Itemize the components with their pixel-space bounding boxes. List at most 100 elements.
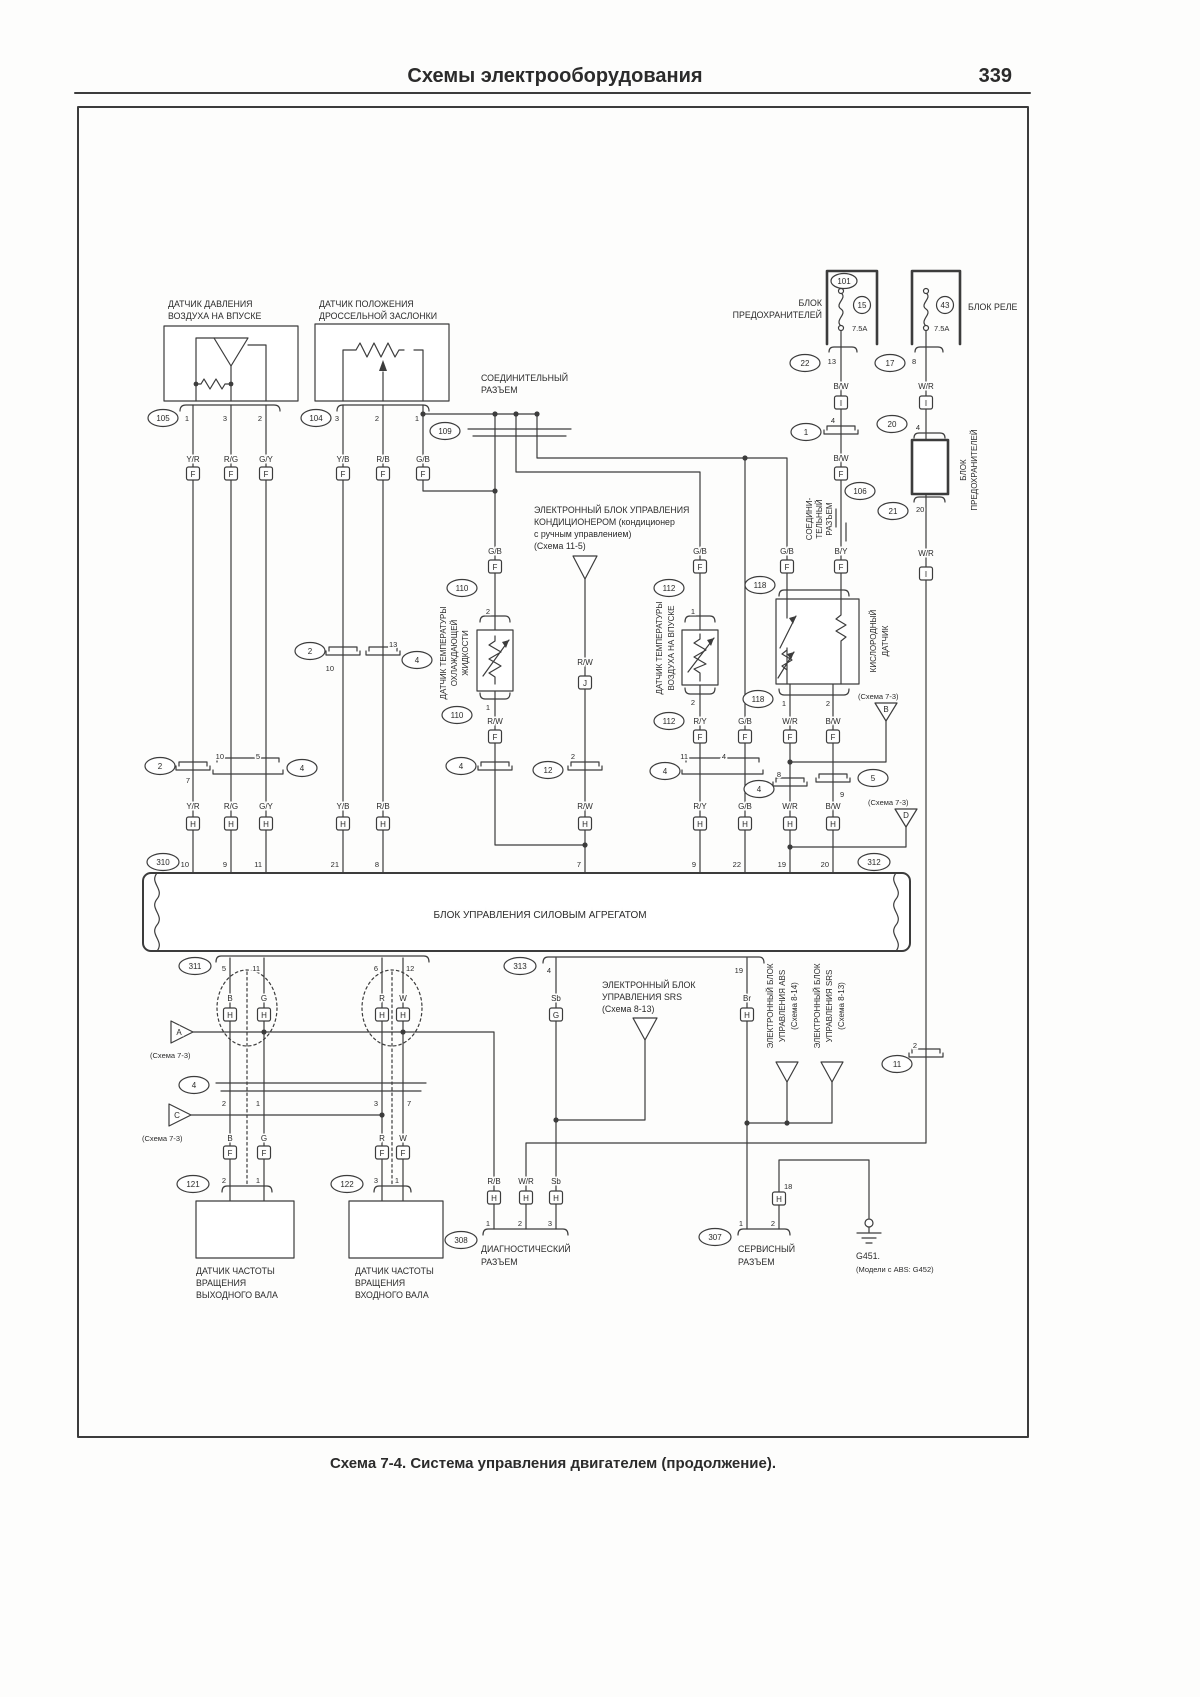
ref-letter: C	[174, 1111, 180, 1120]
pin: 13	[389, 640, 397, 649]
wiper-arrow	[379, 360, 387, 371]
terminal-letter: H	[830, 820, 836, 829]
pin: 9	[840, 790, 844, 799]
join-connector: СОЕДИНИТЕЛЬНЫЙ РАЗЪЕМ	[480, 371, 570, 397]
wire-right-chain	[525, 326, 927, 1230]
shielded-pairs	[216, 969, 423, 1047]
srsr-arrow	[820, 1061, 844, 1083]
pin: 4	[916, 423, 920, 432]
srsr-label2: УПРАВЛЕНИЯ SRS	[825, 970, 834, 1043]
oxygen-sensor: КИСЛОРОДНЫЙ ДАТЧИК	[775, 598, 892, 685]
pin: 4	[722, 752, 726, 761]
diag-label1: ДИАГНОСТИЧЕСКИЙ	[481, 1243, 571, 1254]
ac-label3: с ручным управлением)	[534, 529, 631, 539]
connector-number: 110	[456, 584, 469, 593]
ref-letter: A	[176, 1028, 182, 1037]
terminal-letter: F	[381, 470, 386, 479]
connector-number: 121	[186, 1180, 200, 1189]
pin: 1	[395, 1176, 399, 1185]
out-label3: ВЫХОДНОГО ВАЛА	[196, 1290, 278, 1300]
connector-number: 101	[837, 277, 851, 286]
terminal-letter: F	[831, 733, 836, 742]
pin: 22	[733, 860, 741, 869]
wire-color: R/B	[487, 1177, 500, 1186]
fuse-rating: 7.5A	[852, 324, 867, 333]
terminal-letter: H	[553, 1194, 559, 1203]
terminal-boxes: F F F F F F F F F F F J F F F F F H H H …	[185, 395, 934, 1206]
o2-label2: ДАТЧИК	[881, 625, 890, 656]
wire-color: G/B	[738, 717, 752, 726]
pin: 6	[374, 964, 378, 973]
pin: 1	[256, 1176, 260, 1185]
wire-color: B/W	[825, 717, 841, 726]
terminal-letter: F	[839, 470, 844, 479]
srsr-label3: (Схема 8-13)	[837, 982, 846, 1030]
terminal-letter: F	[698, 563, 703, 572]
terminal-letter: F	[191, 470, 196, 479]
iat-sensor: ДАТЧИК ТЕМПЕРАТУРЫ ВОЗДУХА НА ВПУСКЕ	[654, 600, 719, 696]
pin: 2	[826, 699, 830, 708]
pin: 11	[254, 860, 262, 869]
terminal-letter: H	[228, 820, 234, 829]
pin: 4	[831, 416, 835, 425]
ref-scheme: (Схема 7-3)	[858, 692, 899, 701]
terminal-letter: F	[341, 470, 346, 479]
wire-color: R/W	[577, 658, 593, 667]
wire-color: R/W	[487, 717, 503, 726]
pin: 3	[374, 1099, 378, 1108]
connector-number: 106	[853, 487, 867, 496]
pin: 12	[406, 964, 414, 973]
terminal-letter: F	[401, 1149, 406, 1158]
pin: 2	[771, 1219, 775, 1228]
pin: 19	[778, 860, 786, 869]
svc-label1: СЕРВИСНЫЙ	[738, 1243, 795, 1254]
pin: 11	[252, 964, 260, 973]
terminal-letter: H	[227, 1011, 233, 1020]
wire-color: R	[379, 1134, 385, 1143]
wire-color: G/Y	[259, 802, 273, 811]
page-header: Схемы электрооборудования 339	[74, 65, 1031, 94]
terminal-letter: H	[380, 820, 386, 829]
wire-color: W	[399, 994, 407, 1003]
wire-color: B/W	[825, 802, 841, 811]
connector-number: 17	[886, 359, 895, 368]
pin: 8	[912, 357, 916, 366]
wire-color: G/B	[738, 802, 752, 811]
srs-label1: ЭЛЕКТРОННЫЙ БЛОК	[602, 979, 696, 990]
terminal-letter: F	[380, 1149, 385, 1158]
terminal-letter: F	[493, 563, 498, 572]
connector-number: 4	[459, 762, 464, 771]
wire-color: R	[379, 994, 385, 1003]
tps-label: ДАТЧИК ПОЛОЖЕНИЯ	[319, 299, 414, 309]
pin: 7	[186, 776, 190, 785]
wire-color: Y/B	[337, 802, 350, 811]
wire-left-chains	[192, 404, 496, 874]
wire-center-chains	[422, 413, 788, 874]
ground-label2: (Модели с ABS: G452)	[856, 1265, 934, 1274]
pin: 9	[692, 860, 696, 869]
join-label: СОЕДИНИТЕЛЬНЫЙ	[481, 372, 568, 383]
fuse-block-vertical-label2: ПРЕДОХРАНИТЕЛЕЙ	[970, 429, 979, 511]
page-number: 339	[979, 65, 1012, 87]
in-label1: ДАТЧИК ЧАСТОТЫ	[355, 1266, 434, 1276]
terminal-letter: F	[229, 470, 234, 479]
connector-brackets	[179, 346, 946, 1236]
relay-box: БЛОК РЕЛЕ 43 7.5A	[910, 269, 1019, 346]
pin: 11	[680, 752, 688, 761]
fuse-number: 43	[941, 301, 950, 310]
connector-number: 20	[888, 420, 897, 429]
terminal-letter: J	[583, 679, 587, 688]
ref-scheme: (Схема 7-3)	[150, 1051, 191, 1060]
fuse-block-vertical-label: БЛОК	[959, 459, 968, 481]
pin: 5	[256, 752, 260, 761]
pin: 9	[223, 860, 227, 869]
terminal-letter: H	[742, 820, 748, 829]
connector-number: 1	[804, 428, 809, 437]
ref-triangles-left: A (Схема 7-3) C (Схема 7-3)	[141, 1020, 194, 1145]
terminal-letter: F	[785, 563, 790, 572]
ac-label2: КОНДИЦИОНЕРОМ (кондиционер	[534, 517, 675, 527]
wire-color: G/Y	[259, 455, 273, 464]
wire-color: B/W	[833, 382, 849, 391]
connector-number: 110	[451, 711, 464, 720]
connector-number: 4	[192, 1081, 197, 1090]
